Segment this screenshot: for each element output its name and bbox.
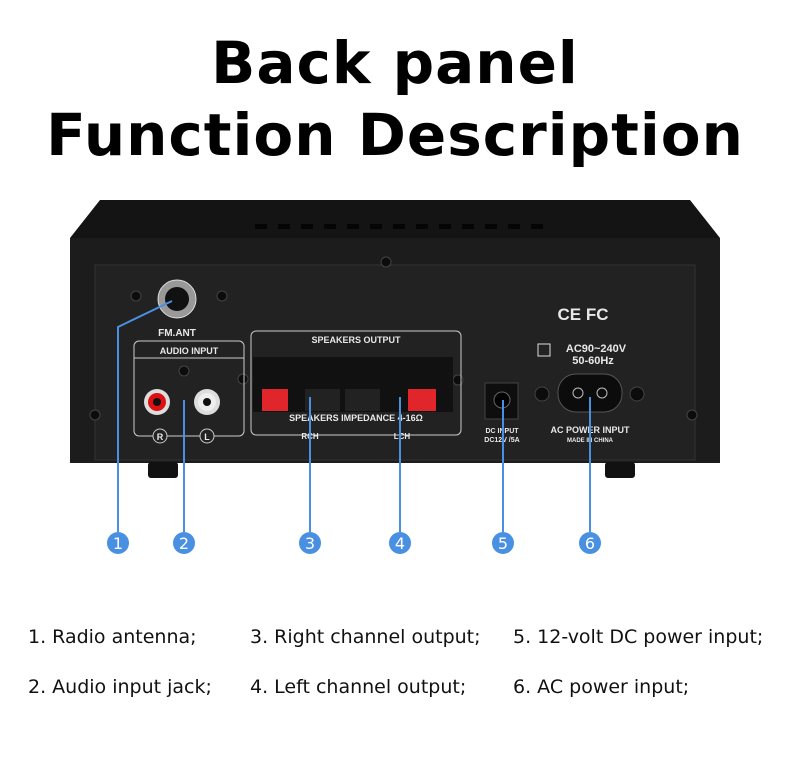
callout-5: 5: [492, 532, 514, 554]
legend-item-6: 6. AC power input;: [513, 676, 690, 698]
svg-text:3: 3: [305, 534, 315, 553]
callout-2: 2: [173, 532, 195, 554]
lch-label: LCH: [394, 432, 411, 441]
svg-text:1: 1: [113, 534, 123, 553]
foot-left: [148, 462, 178, 478]
r-label: R: [157, 432, 164, 442]
legend-item-3: 3. Right channel output;: [250, 626, 481, 648]
callout-1: 1: [107, 532, 129, 554]
terminal-rch-minus: [305, 389, 340, 411]
screw-icons: [89, 256, 698, 421]
callout-6: 6: [579, 532, 601, 554]
terminal-rch-plus: [262, 389, 288, 411]
terminal-lch-minus: [345, 389, 380, 411]
svg-text:6: 6: [585, 534, 595, 553]
l-label: L: [204, 432, 210, 442]
legend-item-2: 2. Audio input jack;: [28, 676, 212, 698]
svg-text:5: 5: [498, 534, 508, 553]
svg-text:4: 4: [395, 534, 405, 553]
chassis-top: [70, 200, 720, 238]
audio-input-label: AUDIO INPUT: [160, 346, 219, 356]
legend-item-5: 5. 12-volt DC power input;: [513, 626, 764, 648]
fm-ant-label: FM.ANT: [158, 328, 196, 339]
foot-right: [605, 462, 635, 478]
callout-4: 4: [389, 532, 411, 554]
legend-item-1: 1. Radio antenna;: [28, 626, 197, 648]
title-line-1: Back panel: [211, 29, 579, 97]
audio-input-box: [133, 340, 245, 437]
certification-marks: CE FC: [558, 305, 609, 324]
ac-range-label: AC90~240V: [566, 343, 627, 355]
legend-item-4: 4. Left channel output;: [250, 676, 467, 698]
ac-freq-label: 50-60Hz: [572, 355, 614, 367]
impedance-label: SPEAKERS IMPEDANCE 4-16Ω: [289, 413, 423, 423]
terminal-lch-plus: [408, 389, 436, 411]
title-line-2: Function Description: [46, 101, 744, 169]
double-insulation-icon: [537, 343, 551, 357]
svg-text:2: 2: [179, 534, 189, 553]
callout-lines: [117, 300, 591, 532]
speakers-output-label: SPEAKERS OUTPUT: [311, 335, 401, 345]
speakers-output-box: [250, 330, 462, 436]
callout-3: 3: [299, 532, 321, 554]
vent-slots: [255, 224, 543, 229]
